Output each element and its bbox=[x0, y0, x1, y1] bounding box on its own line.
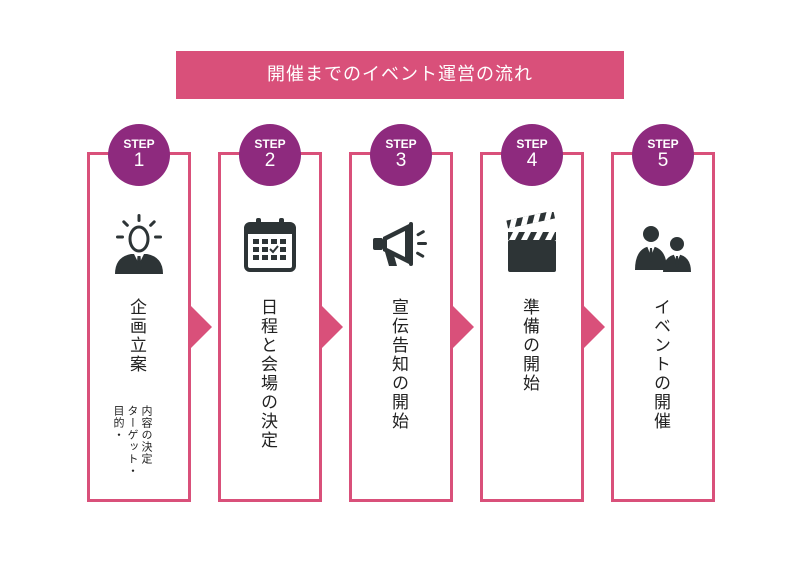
step-3-label: STEP bbox=[385, 137, 417, 151]
step-5-number: 5 bbox=[657, 150, 669, 171]
flow-arrow bbox=[452, 305, 474, 349]
step-5-title: イベントの開催 bbox=[650, 298, 670, 431]
clapperboard-icon bbox=[500, 212, 564, 276]
step-1-note-line-3: 内容の決定 bbox=[140, 405, 153, 465]
step-2-number: 2 bbox=[264, 150, 276, 171]
step-3-title: 宣伝告知の開始 bbox=[388, 298, 408, 431]
step-4-badge: STEP 4 bbox=[501, 124, 563, 186]
step-2-label: STEP bbox=[254, 137, 286, 151]
step-1-note-line-2: ターゲット・ bbox=[126, 405, 139, 477]
step-3-number: 3 bbox=[395, 150, 407, 171]
step-5-label: STEP bbox=[647, 137, 679, 151]
step-2-card bbox=[218, 152, 322, 502]
step-2-badge: STEP 2 bbox=[239, 124, 301, 186]
step-1-title: 企画立案 bbox=[126, 298, 146, 374]
step-1-note-line-1: 目的・ bbox=[112, 405, 125, 441]
idea-person-icon bbox=[107, 212, 171, 276]
step-1-label: STEP bbox=[123, 137, 155, 151]
step-5-badge: STEP 5 bbox=[632, 124, 694, 186]
flow-arrow bbox=[583, 305, 605, 349]
flow-arrow bbox=[190, 305, 212, 349]
calendar-icon bbox=[238, 212, 302, 276]
megaphone-icon bbox=[369, 212, 433, 276]
flow-arrow bbox=[321, 305, 343, 349]
step-4-title: 準備の開始 bbox=[519, 298, 539, 393]
step-1-badge: STEP 1 bbox=[108, 124, 170, 186]
step-1-card bbox=[87, 152, 191, 502]
step-4-number: 4 bbox=[526, 150, 538, 171]
people-icon bbox=[631, 212, 695, 276]
step-3-badge: STEP 3 bbox=[370, 124, 432, 186]
step-1-number: 1 bbox=[133, 150, 145, 171]
step-1-note: 内容の決定 ターゲット・ 目的・ bbox=[111, 405, 153, 477]
step-4-label: STEP bbox=[516, 137, 548, 151]
step-2-title: 日程と会場の決定 bbox=[257, 298, 277, 450]
page-title: 開催までのイベント運営の流れ bbox=[176, 51, 624, 99]
step-3-card bbox=[349, 152, 453, 502]
